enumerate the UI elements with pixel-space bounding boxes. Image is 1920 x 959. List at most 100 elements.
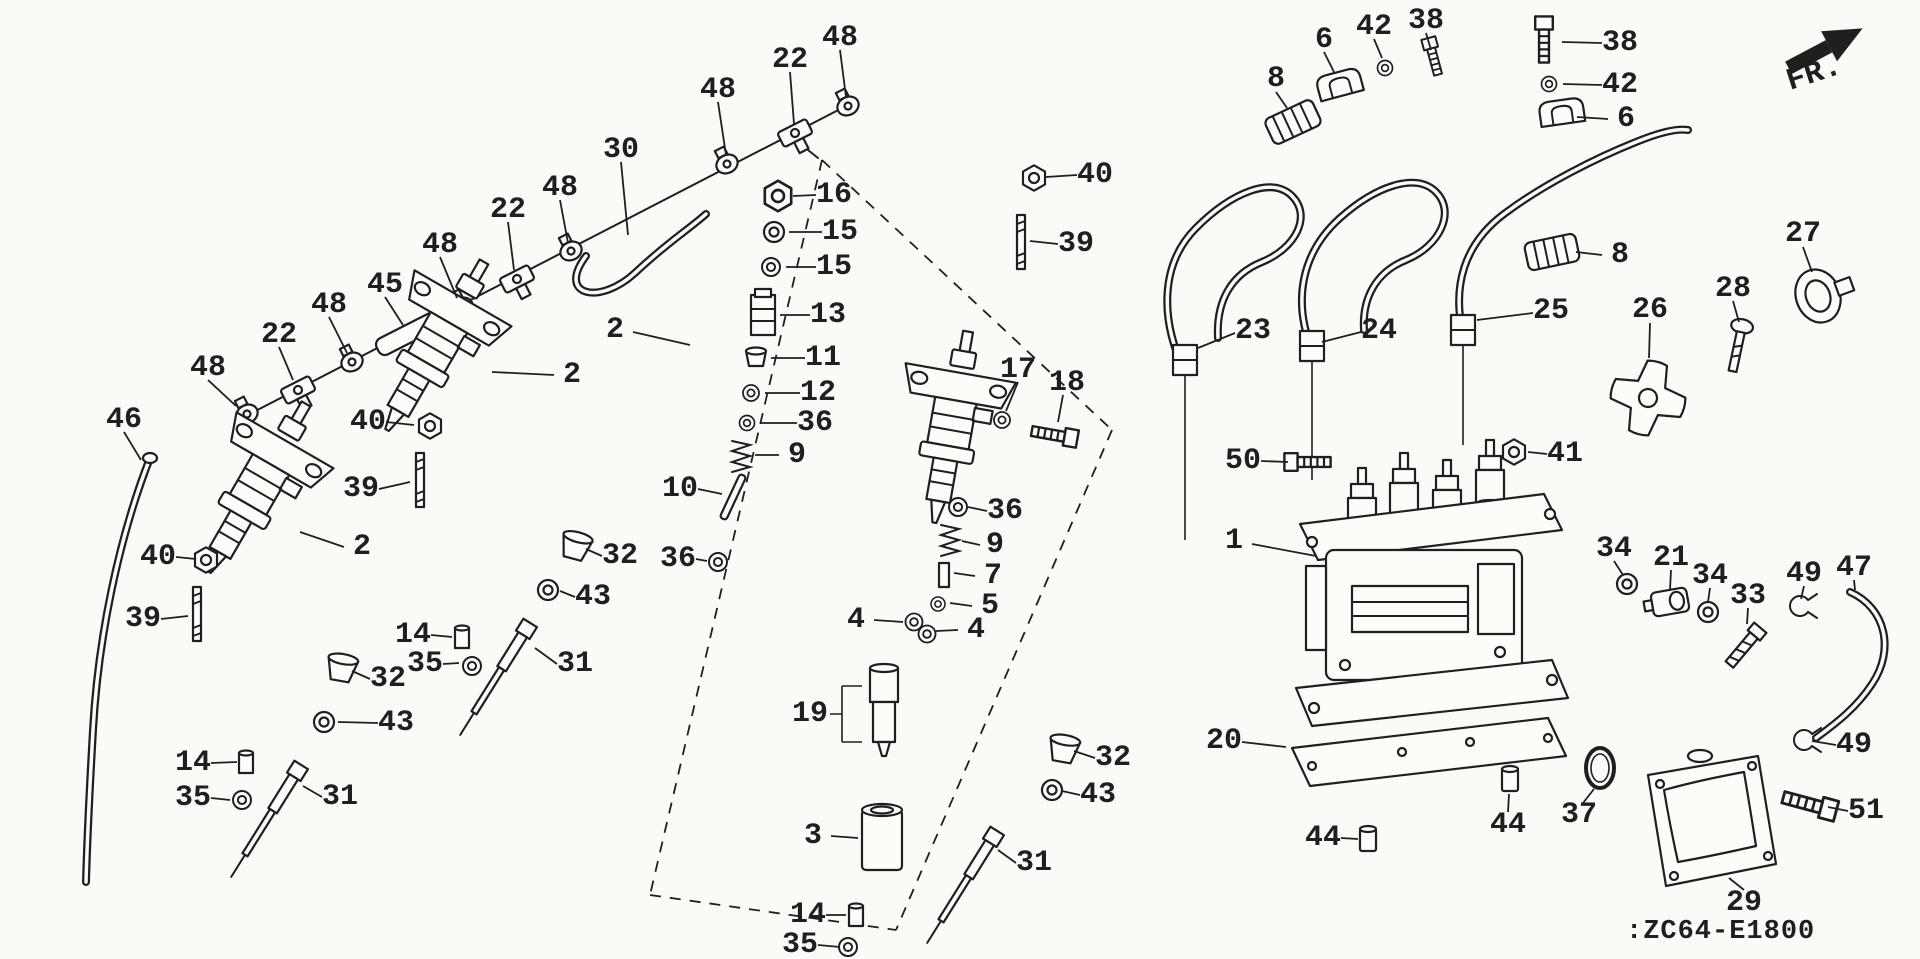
leader-lines <box>123 32 1856 948</box>
leader-line <box>839 49 847 98</box>
leader-line <box>1648 322 1651 359</box>
cap-nut-16 <box>763 179 793 213</box>
pump-gasket-20 <box>1290 716 1568 788</box>
leader-line <box>123 431 142 461</box>
leader-line <box>1029 240 1059 245</box>
shim-36 <box>708 552 728 572</box>
leader-line <box>378 481 411 490</box>
stud-bolt <box>414 451 426 509</box>
part-number-label: 6 <box>1315 23 1333 57</box>
fuel-hose-46 <box>82 451 159 886</box>
part-number-label: 11 <box>805 341 841 375</box>
leader-line <box>1562 83 1603 86</box>
part-number-label: 24 <box>1361 314 1397 348</box>
leader-line <box>384 296 404 326</box>
spacer-5 <box>930 596 946 612</box>
part-number-label: 40 <box>140 540 176 574</box>
part-number-label: 8 <box>1267 62 1285 96</box>
washer-15 <box>761 257 781 277</box>
spring-9 <box>940 524 960 557</box>
leader-line <box>1197 332 1236 349</box>
leader-line <box>278 346 294 381</box>
bushing <box>847 902 865 928</box>
spacer-21 <box>1642 586 1691 618</box>
washer <box>536 578 560 602</box>
leader-line <box>1507 793 1510 813</box>
pipe-nut <box>1171 343 1199 377</box>
leader-line <box>1613 560 1624 576</box>
leader-line <box>1321 331 1362 343</box>
nut-41 <box>1501 438 1527 466</box>
part-number-label: 20 <box>1206 724 1242 758</box>
leader-line <box>1707 587 1711 603</box>
part-number-label: 4 <box>847 603 865 637</box>
part-number-label: 43 <box>575 580 611 614</box>
part-number-label: 37 <box>1561 798 1597 832</box>
flange-nut <box>417 412 443 440</box>
snap-ring-4 <box>917 624 937 644</box>
leader-line <box>1582 788 1595 804</box>
pipe-clamp-8 <box>1522 231 1582 273</box>
part-number-label: 10 <box>662 472 698 506</box>
pipe-holder-6 <box>1314 65 1365 103</box>
leader-line <box>559 590 576 598</box>
part-number-label: 6 <box>1617 102 1635 136</box>
bushing <box>453 624 471 650</box>
part-number-label: 34 <box>1692 559 1728 593</box>
bolt-38 <box>1533 15 1555 64</box>
leader-line <box>442 662 460 665</box>
part-number-label: 48 <box>190 351 226 385</box>
part-number-label: 32 <box>1095 741 1131 775</box>
spring-9 <box>731 440 751 473</box>
shim-36 <box>738 414 756 432</box>
bolt-28 <box>1727 317 1755 374</box>
nozzle-holder-parts-column <box>708 179 793 572</box>
grommet <box>556 527 595 564</box>
part-number-label: 43 <box>378 706 414 740</box>
leader-line <box>302 785 323 798</box>
part-number-label: 35 <box>782 928 818 959</box>
part-number-label: 49 <box>1786 557 1822 591</box>
delivery-valve-holder <box>1474 438 1506 510</box>
part-number-label: 22 <box>490 193 526 227</box>
leader-line <box>1241 741 1287 748</box>
part-number-label: 48 <box>422 228 458 262</box>
pin-7 <box>937 561 951 589</box>
part-number-label: 41 <box>1547 437 1583 471</box>
leader-line <box>717 101 727 156</box>
part-number-label: 38 <box>1602 26 1638 60</box>
part-number-label: 8 <box>1611 238 1629 272</box>
leader-line <box>1811 740 1837 746</box>
washer-15 <box>762 220 786 244</box>
part-number-label: 2 <box>606 313 624 347</box>
part-number-label: 26 <box>1632 293 1668 327</box>
part-number-label: 18 <box>1049 366 1085 400</box>
leader-line <box>935 629 959 632</box>
leader-line <box>210 797 231 801</box>
part-number-label: 9 <box>986 528 1004 562</box>
part-number-label: 47 <box>1836 551 1872 585</box>
part-number-label: 17 <box>1000 353 1036 387</box>
part-number-label: 35 <box>407 647 443 681</box>
part-number-label: 48 <box>542 171 578 205</box>
leader-line <box>620 161 629 236</box>
leader-line <box>949 602 973 607</box>
part-number-label: 14 <box>790 898 826 932</box>
part-number-label: 31 <box>557 647 593 681</box>
part-number-label: 29 <box>1726 886 1762 920</box>
leader-line <box>210 761 238 764</box>
part-number-label: 14 <box>395 618 431 652</box>
washer-42 <box>1540 75 1558 93</box>
part-number-label: 33 <box>1730 579 1766 613</box>
part-number-label: 9 <box>788 438 806 472</box>
part-number-label: 36 <box>987 494 1023 528</box>
part-number-label: 38 <box>1408 4 1444 38</box>
part-number-label: 39 <box>125 602 161 636</box>
leader-line <box>507 221 515 271</box>
leader-line <box>997 849 1017 864</box>
pipe-clamp <box>829 84 863 121</box>
leader-line <box>1576 116 1609 120</box>
leader-line <box>1476 312 1534 321</box>
leader-line <box>1275 91 1288 109</box>
bolt-33 <box>1724 621 1768 669</box>
